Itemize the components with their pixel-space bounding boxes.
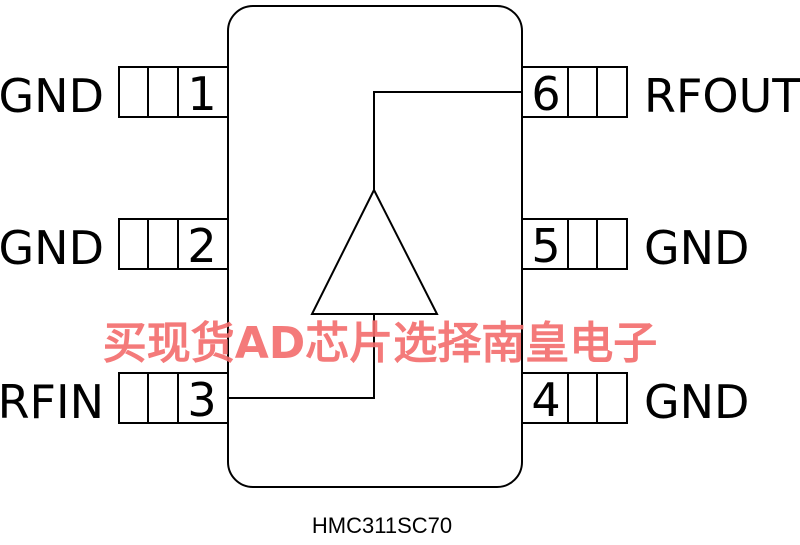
output-wire (373, 91, 522, 190)
pin-4-lead (521, 372, 628, 424)
pin-5: 5 GND (521, 218, 749, 275)
pin-4-name: GND (644, 375, 749, 429)
pin-1-name: GND (0, 69, 104, 123)
amplifier-symbol (310, 187, 439, 315)
pin-2-lead (118, 218, 229, 270)
pin-4: 4 GND (521, 372, 749, 429)
pin-3-number: 3 (187, 373, 216, 427)
part-number-label: HMC311SC70 (312, 513, 452, 538)
pin-6: 6 RFOUT (521, 66, 800, 123)
pin-3-name: RFIN (0, 375, 104, 429)
pin-6-name: RFOUT (644, 69, 800, 123)
pin-2: 2 GND (0, 218, 229, 275)
pin-6-number: 6 (531, 67, 560, 121)
package-body (227, 5, 523, 488)
pin-5-number: 5 (531, 219, 560, 273)
pin-1-lead (118, 66, 229, 118)
pin-3: 3 RFIN (0, 372, 229, 429)
pin-1: 1 GND (0, 66, 229, 123)
pin-1-number: 1 (187, 67, 216, 121)
pin-5-name: GND (644, 221, 749, 275)
pin-4-number: 4 (531, 373, 560, 427)
input-wire (228, 314, 375, 399)
pin-2-number: 2 (187, 219, 216, 273)
pin-2-name: GND (0, 221, 104, 275)
watermark-text: 买现货AD芯片选择南皇电子 (103, 318, 658, 369)
pin-5-lead (521, 218, 628, 270)
